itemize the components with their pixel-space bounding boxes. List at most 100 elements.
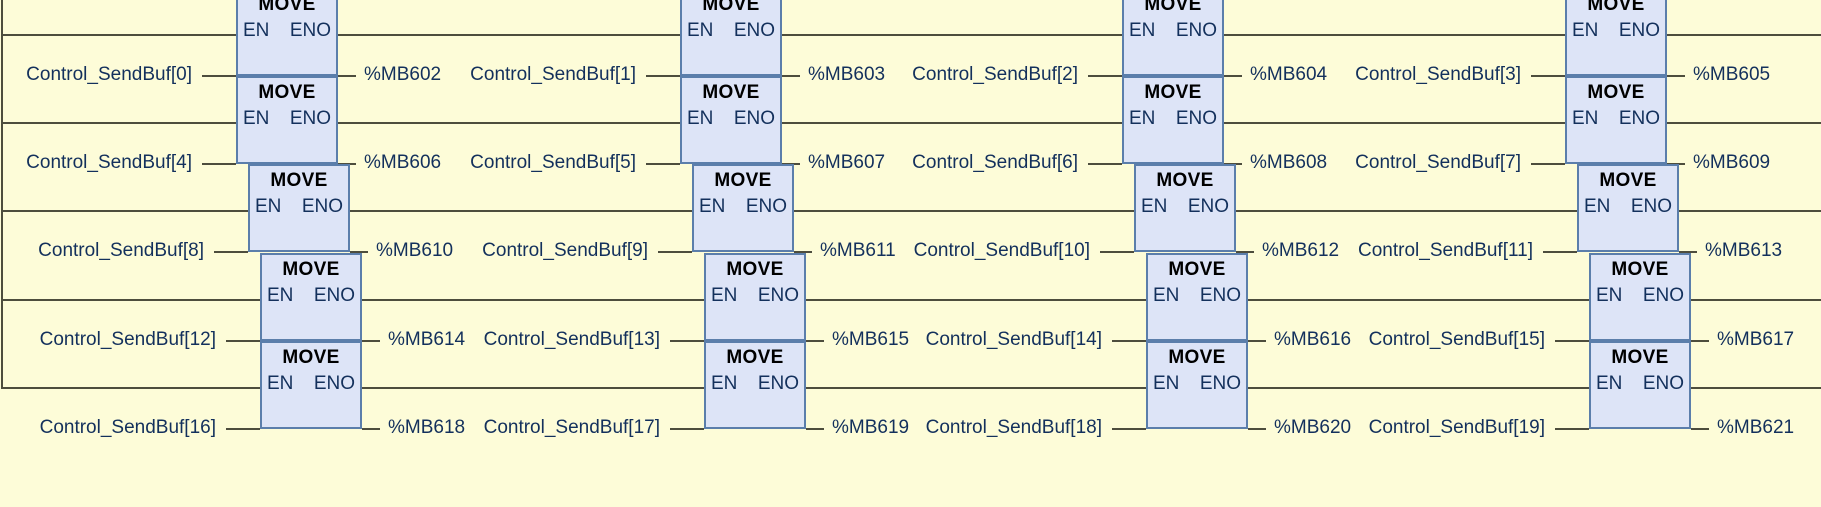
enable-output-label: ENO (1618, 20, 1660, 41)
move-block-title: MOVE (702, 82, 760, 103)
input-connector-line (214, 251, 248, 253)
input-operand-label[interactable]: Control_SendBuf[3] (1355, 64, 1521, 85)
move-block-title: MOVE (1611, 259, 1669, 280)
input-operand-label[interactable]: Control_SendBuf[17] (483, 417, 660, 438)
input-operand-label[interactable]: Control_SendBuf[14] (925, 329, 1102, 350)
move-block-title: MOVE (1168, 259, 1226, 280)
output-operand-label[interactable]: %MB613 (1705, 240, 1783, 261)
output-operand-label[interactable]: %MB611 (820, 240, 896, 261)
input-operand-label[interactable]: Control_SendBuf[19] (1368, 417, 1545, 438)
input-operand-label[interactable]: Control_SendBuf[2] (912, 64, 1078, 85)
output-operand-label[interactable]: %MB610 (376, 240, 454, 261)
input-operand-label[interactable]: Control_SendBuf[15] (1368, 329, 1545, 350)
enable-input-label: EN (711, 373, 738, 394)
move-block-title: MOVE (270, 170, 328, 191)
input-operand-label[interactable]: Control_SendBuf[9] (482, 240, 648, 261)
output-connector-line (794, 251, 812, 253)
input-operand-label[interactable]: Control_SendBuf[11] (1358, 240, 1533, 261)
input-operand-label[interactable]: Control_SendBuf[13] (483, 329, 660, 350)
output-operand-label[interactable]: %MB602 (364, 64, 442, 85)
move-block-title: MOVE (1611, 347, 1669, 368)
move-block[interactable]: MOVE EN ENO (260, 341, 362, 429)
rung-power-line (1, 387, 1821, 389)
enable-input-label: EN (1129, 20, 1156, 41)
input-connector-line (1555, 428, 1589, 430)
move-block-title: MOVE (726, 347, 784, 368)
input-operand-label[interactable]: Control_SendBuf[6] (912, 152, 1078, 173)
output-operand-label[interactable]: %MB608 (1250, 152, 1328, 173)
output-operand-label[interactable]: %MB612 (1262, 240, 1340, 261)
input-operand-label[interactable]: Control_SendBuf[16] (39, 417, 216, 438)
output-operand-label[interactable]: %MB615 (832, 329, 910, 350)
output-operand-label[interactable]: %MB621 (1717, 417, 1795, 438)
input-connector-line (226, 428, 260, 430)
enable-input-label: EN (1596, 285, 1623, 306)
output-operand-label[interactable]: %MB618 (388, 417, 466, 438)
input-connector-line (646, 75, 680, 77)
input-operand-label[interactable]: Control_SendBuf[5] (470, 152, 636, 173)
move-block-title: MOVE (714, 170, 772, 191)
output-operand-label[interactable]: %MB609 (1693, 152, 1771, 173)
move-block-title: MOVE (282, 259, 340, 280)
enable-output-label: ENO (1175, 20, 1217, 41)
enable-input-label: EN (267, 373, 294, 394)
output-operand-label[interactable]: %MB614 (388, 329, 466, 350)
output-connector-line (1691, 428, 1709, 430)
output-connector-line (362, 428, 380, 430)
output-operand-label[interactable]: %MB607 (808, 152, 886, 173)
enable-output-label: ENO (1175, 108, 1217, 129)
input-connector-line (202, 163, 236, 165)
enable-input-label: EN (687, 108, 714, 129)
input-operand-label[interactable]: Control_SendBuf[12] (39, 329, 216, 350)
output-connector-line (350, 251, 368, 253)
enable-output-label: ENO (289, 20, 331, 41)
output-operand-label[interactable]: %MB604 (1250, 64, 1328, 85)
input-operand-label[interactable]: Control_SendBuf[0] (26, 64, 192, 85)
enable-output-label: ENO (1642, 373, 1684, 394)
move-block-title: MOVE (258, 0, 316, 15)
input-operand-label[interactable]: Control_SendBuf[8] (38, 240, 204, 261)
input-operand-label[interactable]: Control_SendBuf[4] (26, 152, 192, 173)
output-operand-label[interactable]: %MB616 (1274, 329, 1352, 350)
output-operand-label[interactable]: %MB620 (1274, 417, 1352, 438)
output-operand-label[interactable]: %MB606 (364, 152, 442, 173)
move-block-title: MOVE (282, 347, 340, 368)
enable-input-label: EN (699, 196, 726, 217)
move-block-title: MOVE (702, 0, 760, 15)
enable-output-label: ENO (1199, 373, 1241, 394)
enable-output-label: ENO (757, 285, 799, 306)
output-operand-label[interactable]: %MB619 (832, 417, 910, 438)
enable-output-label: ENO (313, 373, 355, 394)
input-operand-label[interactable]: Control_SendBuf[18] (925, 417, 1102, 438)
input-operand-label[interactable]: Control_SendBuf[7] (1355, 152, 1521, 173)
output-operand-label[interactable]: %MB603 (808, 64, 886, 85)
input-operand-label[interactable]: Control_SendBuf[1] (470, 64, 636, 85)
output-operand-label[interactable]: %MB605 (1693, 64, 1771, 85)
rung-power-line (1, 34, 1821, 36)
input-connector-line (1555, 340, 1589, 342)
output-operand-label[interactable]: %MB617 (1717, 329, 1795, 350)
input-operand-label[interactable]: Control_SendBuf[10] (913, 240, 1090, 261)
move-block-title: MOVE (1587, 82, 1645, 103)
